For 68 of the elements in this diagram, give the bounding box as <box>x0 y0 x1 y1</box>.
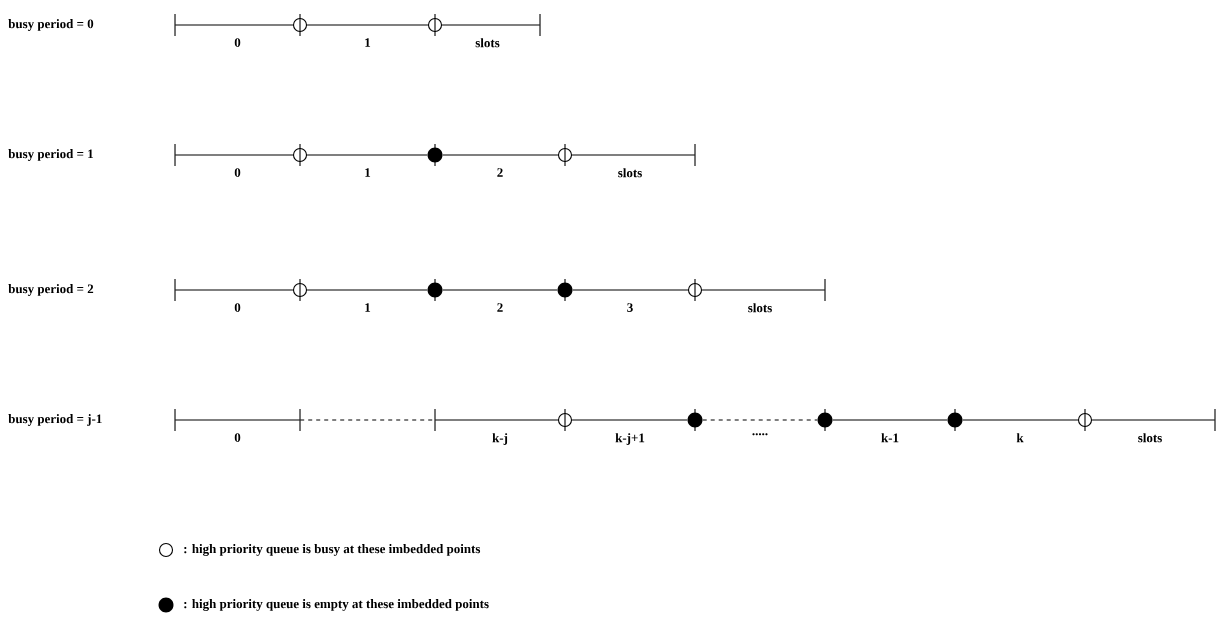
end-tick <box>174 408 176 432</box>
timeline-segment <box>442 289 558 291</box>
end-tick <box>174 143 176 167</box>
open-marker <box>557 408 573 432</box>
slot-label: 1 <box>365 38 371 47</box>
filled-marker <box>817 408 833 432</box>
open-marker <box>292 278 308 302</box>
timeline-segment <box>306 289 428 291</box>
timeline-segment <box>702 419 818 421</box>
timeline-segment <box>442 154 559 156</box>
timeline-segment <box>962 419 1079 421</box>
timeline-segment <box>174 24 294 26</box>
row-label: busy period = 2 <box>8 284 94 296</box>
filled-marker <box>947 408 963 432</box>
slot-label: 0 <box>234 168 241 177</box>
slot-label: slots <box>475 38 500 48</box>
timeline-segment <box>174 419 301 421</box>
open-marker <box>557 143 573 167</box>
filled-marker <box>427 278 443 302</box>
row-label: busy period = 1 <box>8 149 93 161</box>
slot-label: k-j <box>492 433 508 445</box>
slot-label: k <box>1016 433 1024 443</box>
end-tick <box>299 408 301 432</box>
timeline-segment <box>701 289 826 291</box>
slot-label: ..... <box>752 433 768 436</box>
legend-text: : high priority queue is empty at these imbedded points <box>184 599 489 611</box>
timeline-segment <box>832 419 948 421</box>
filled-marker <box>687 408 703 432</box>
timeline-segment <box>441 24 541 26</box>
timeline-segment <box>174 154 294 156</box>
slot-label: 0 <box>234 38 241 47</box>
timeline-segment <box>306 24 429 26</box>
end-tick <box>174 13 176 37</box>
slot-label: 3 <box>627 303 633 312</box>
timeline-segment <box>306 154 428 156</box>
end-tick <box>824 278 826 302</box>
slot-label: 1 <box>365 303 371 312</box>
open-marker <box>1077 408 1093 432</box>
open-marker <box>292 13 308 37</box>
row-label: busy period = j-1 <box>8 414 102 426</box>
timeline-segment <box>571 154 696 156</box>
end-tick <box>539 13 541 37</box>
open-marker <box>292 143 308 167</box>
filled-marker <box>557 278 573 302</box>
end-tick <box>174 278 176 302</box>
timeline-segment <box>174 289 294 291</box>
open-marker <box>687 278 703 302</box>
legend-text: : high priority queue is busy at these imbedded points <box>184 544 481 556</box>
timeline-segment <box>434 419 559 421</box>
slot-label: slots <box>748 303 772 313</box>
slot-label: slots <box>1138 433 1162 443</box>
timeline-segment <box>572 289 689 291</box>
end-tick <box>434 408 436 432</box>
row-label: busy period = 0 <box>8 19 94 31</box>
open-marker <box>427 13 443 37</box>
timeline-segment <box>1091 419 1216 421</box>
slot-label: 0 <box>234 433 241 442</box>
end-tick <box>1214 408 1216 432</box>
slot-label: 0 <box>234 303 241 312</box>
filled-marker <box>427 143 443 167</box>
slot-label: k-j+1 <box>615 433 645 445</box>
end-tick <box>694 143 696 167</box>
slot-label: k-1 <box>881 433 899 443</box>
timeline-segment <box>571 419 688 421</box>
slot-label: 2 <box>497 303 503 312</box>
slot-label: 1 <box>365 168 371 177</box>
slot-label: 2 <box>497 168 503 177</box>
slot-label: slots <box>618 168 642 178</box>
